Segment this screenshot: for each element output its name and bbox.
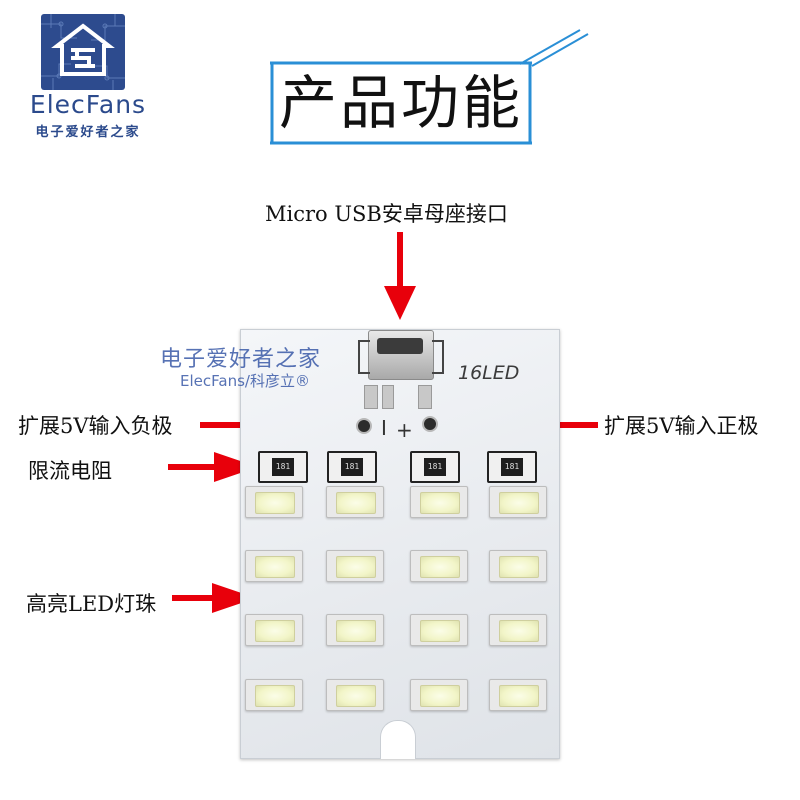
plus-silkscreen: + [396, 418, 413, 442]
led-chip [245, 614, 303, 646]
usb-silk-outline-left [358, 340, 370, 374]
led-chip [245, 679, 303, 711]
page-title: 产品功能 [278, 69, 523, 137]
solder-pad [382, 385, 394, 409]
micro-usb-opening [377, 338, 423, 354]
positive-input-hole [422, 416, 438, 432]
solder-pad [418, 385, 432, 409]
led-chip [410, 614, 468, 646]
title-frame-accent-lines [519, 29, 589, 67]
callout-resistor: 限流电阻 [28, 459, 112, 483]
arrow-right-icon [168, 452, 258, 482]
arrow-right-icon [172, 583, 256, 613]
usb-silk-outline-right [432, 340, 444, 374]
silkscreen-label: 16LED [458, 362, 520, 384]
current-limit-resistor: 181 [487, 451, 537, 483]
solder-pad [364, 385, 378, 409]
callout-leds: 高亮LED灯珠 [26, 592, 157, 616]
board-watermark-cn: 电子爱好者之家 [160, 347, 322, 372]
led-chip [326, 614, 384, 646]
led-chip [410, 486, 468, 518]
elecfans-logo-mark [41, 14, 125, 90]
led-chip [410, 679, 468, 711]
led-chip [489, 614, 547, 646]
arrow-down-icon [384, 232, 416, 320]
board-mounting-notch [380, 720, 416, 759]
current-limit-resistor: 181 [327, 451, 377, 483]
circuit-house-icon [41, 14, 125, 90]
minus-silkscreen: I [381, 416, 387, 440]
led-chip [326, 679, 384, 711]
callout-usb: Micro USB安卓母座接口 [265, 202, 508, 226]
current-limit-resistor: 181 [410, 451, 460, 483]
led-chip [410, 550, 468, 582]
board-watermark-en: ElecFans/科彦立® [180, 372, 310, 390]
led-chip [326, 486, 384, 518]
logo-subtitle: 电子爱好者之家 [35, 125, 141, 140]
current-limit-resistor: 181 [258, 451, 308, 483]
led-chip [326, 550, 384, 582]
led-chip [489, 679, 547, 711]
led-chip [245, 550, 303, 582]
led-chip [245, 486, 303, 518]
logo-wordmark: ElecFans [29, 90, 147, 119]
led-chip [489, 486, 547, 518]
led-chip [489, 550, 547, 582]
negative-input-hole [356, 418, 372, 434]
callout-negative: 扩展5V输入负极 [18, 414, 173, 438]
callout-positive: 扩展5V输入正极 [604, 414, 759, 438]
title-frame [270, 61, 532, 145]
